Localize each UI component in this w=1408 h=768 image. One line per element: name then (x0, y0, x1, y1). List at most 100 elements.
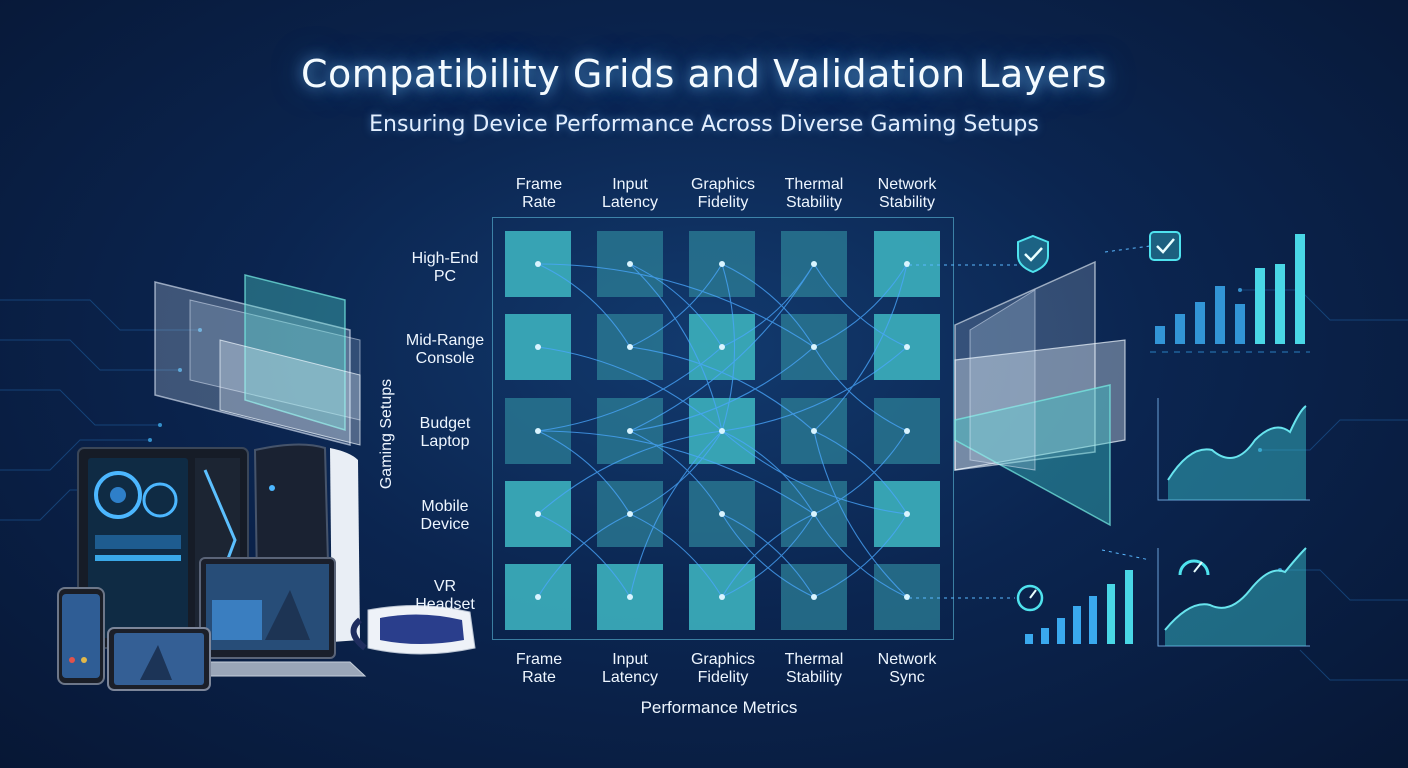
setup-label-mobile-device: Mobile Device (420, 498, 470, 533)
connection-link (629, 430, 723, 515)
connection-link (813, 263, 908, 432)
shield-check-icon (1017, 234, 1049, 274)
metric-label-top-network-stability: Network Stability (877, 176, 937, 211)
setup-label-high-end-pc: High-End PC (411, 250, 479, 285)
grid-node (627, 344, 633, 350)
grid-node (535, 594, 541, 600)
connection-link (629, 263, 723, 348)
metric-label-bottom-input-latency: Input Latency (601, 651, 659, 686)
grid-node (904, 344, 910, 350)
connection-link (537, 513, 631, 598)
grid-node (719, 511, 725, 517)
connection-link (537, 346, 723, 432)
grid-node (904, 428, 910, 434)
grid-node (904, 511, 910, 517)
grid-node (535, 344, 541, 350)
grid-node (627, 261, 633, 267)
connection-link (537, 346, 723, 432)
grid-node (811, 428, 817, 434)
gauge-icon (1016, 584, 1044, 612)
grid-node (719, 344, 725, 350)
compatibility-grid-frame (492, 217, 954, 640)
bar-chart-bottom (1025, 570, 1133, 644)
grid-node (811, 594, 817, 600)
connection-link (813, 430, 908, 515)
grid-node (811, 511, 817, 517)
connection-link (537, 263, 631, 348)
grid-node (719, 428, 725, 434)
grid-node (627, 594, 633, 600)
connection-link (721, 513, 815, 598)
pc-tower (77, 447, 249, 649)
x-axis-label: Performance Metrics (640, 698, 798, 717)
connection-link (813, 263, 908, 348)
connection-link (537, 513, 631, 598)
connection-link (629, 430, 723, 598)
grid-node (627, 511, 633, 517)
metric-label-bottom-graphics-fidelity: Graphics Fidelity (690, 651, 756, 686)
connection-link (537, 430, 815, 515)
connection-link (629, 346, 815, 432)
setup-label-budget-laptop: Budget Laptop (419, 415, 471, 450)
setup-label-vr-headset: VR Headset (415, 578, 475, 613)
connection-link (721, 430, 908, 515)
area-chart-bottom (1157, 547, 1310, 647)
grid-node (535, 511, 541, 517)
connection-link (813, 263, 908, 348)
connection-link (813, 513, 908, 598)
page-title: Compatibility Grids and Validation Layer… (300, 52, 1108, 96)
connection-link (537, 430, 631, 515)
connection-link (813, 346, 908, 432)
connection-link (721, 263, 815, 348)
connection-link (721, 346, 908, 432)
grid-node (719, 594, 725, 600)
grid-node (535, 261, 541, 267)
grid-node (535, 428, 541, 434)
connection-link (537, 430, 723, 515)
y-axis-label: Gaming Setups (378, 378, 395, 490)
grid-node (904, 594, 910, 600)
connection-link (629, 430, 723, 515)
connection-link (721, 430, 815, 515)
metric-label-bottom-frame-rate: Frame Rate (515, 651, 563, 686)
metric-label-top-graphics-fidelity: Graphics Fidelity (690, 176, 756, 211)
connection-link (721, 513, 815, 598)
grid-node (627, 428, 633, 434)
connection-link (813, 513, 908, 598)
connection-link (537, 263, 815, 348)
connection-link (629, 346, 815, 432)
connection-link (721, 513, 815, 598)
checkbox-check-icon (1149, 231, 1181, 261)
grid-node (811, 344, 817, 350)
connection-link (629, 263, 815, 432)
laptop (168, 557, 367, 677)
speedometer-icon (1178, 559, 1210, 576)
connection-link (721, 263, 736, 432)
page-subtitle: Ensuring Device Performance Across Diver… (369, 112, 1039, 137)
connection-link (721, 513, 815, 598)
grid-node (904, 261, 910, 267)
setup-label-mid-range-console: Mid-Range Console (405, 332, 485, 367)
metric-label-top-frame-rate: Frame Rate (515, 176, 563, 211)
connection-link (813, 430, 908, 598)
area-chart-middle (1157, 398, 1310, 501)
grid-node (811, 261, 817, 267)
vr-headset (350, 604, 476, 655)
metric-label-bottom-thermal-stability: Thermal Stability (784, 651, 844, 686)
grid-node (719, 261, 725, 267)
metric-label-top-thermal-stability: Thermal Stability (784, 176, 844, 211)
metric-label-bottom-network-sync: Network Sync (877, 651, 937, 686)
metric-label-top-input-latency: Input Latency (601, 176, 659, 211)
bar-chart-top (1155, 234, 1305, 344)
smartphone (57, 587, 105, 685)
connection-link (813, 430, 908, 515)
connection-link (629, 263, 723, 348)
tablet (107, 627, 211, 691)
connection-link (629, 513, 723, 598)
